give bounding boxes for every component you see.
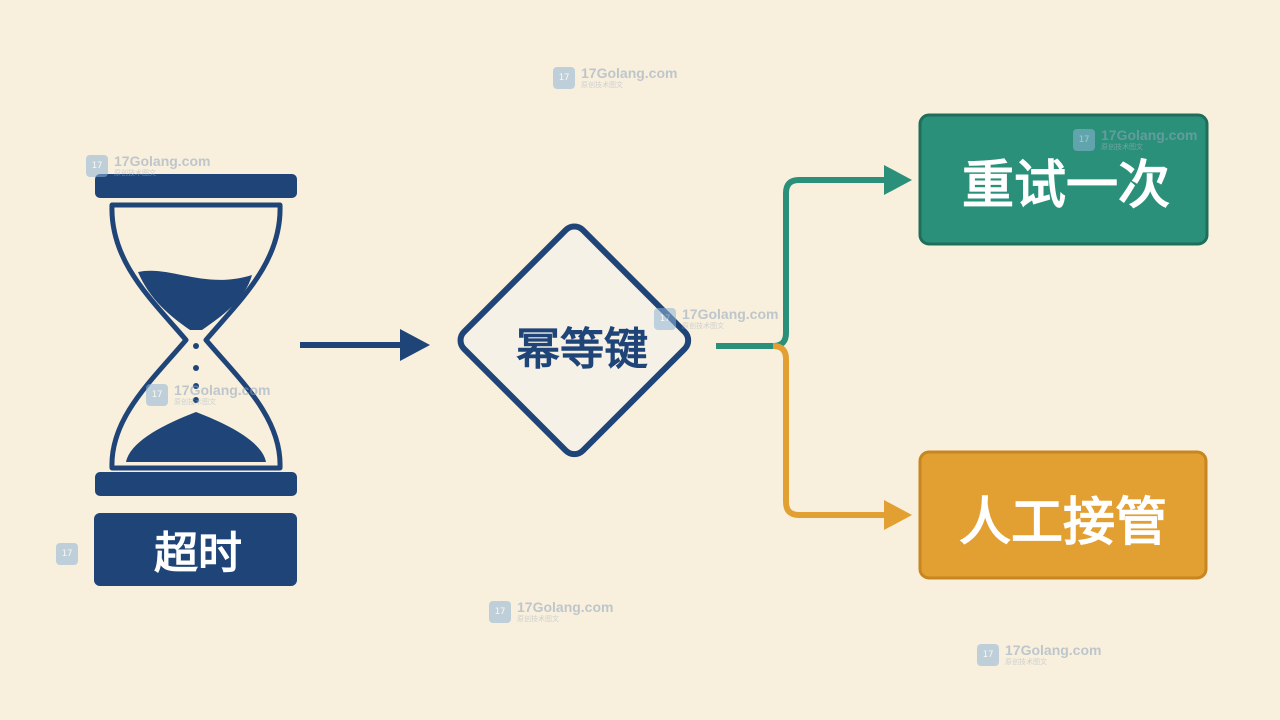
manual-takeover-box: [918, 450, 1208, 580]
arrow-key-to-manual: [772, 343, 912, 530]
timeout-label: 超时: [154, 528, 242, 579]
manual-takeover-label: 人工接管: [959, 493, 1167, 553]
idempotency-key-label: 幂等键: [516, 324, 648, 375]
idempotency-key-diamond: [457, 223, 692, 458]
retry-once-box: [918, 113, 1209, 246]
retry-once-label: 重试一次: [962, 156, 1170, 216]
arrow-key-to-retry: [716, 165, 912, 349]
arrow-timeout-to-key: [300, 329, 430, 361]
timeout-box: [94, 513, 297, 586]
hourglass-icon: [95, 174, 297, 496]
